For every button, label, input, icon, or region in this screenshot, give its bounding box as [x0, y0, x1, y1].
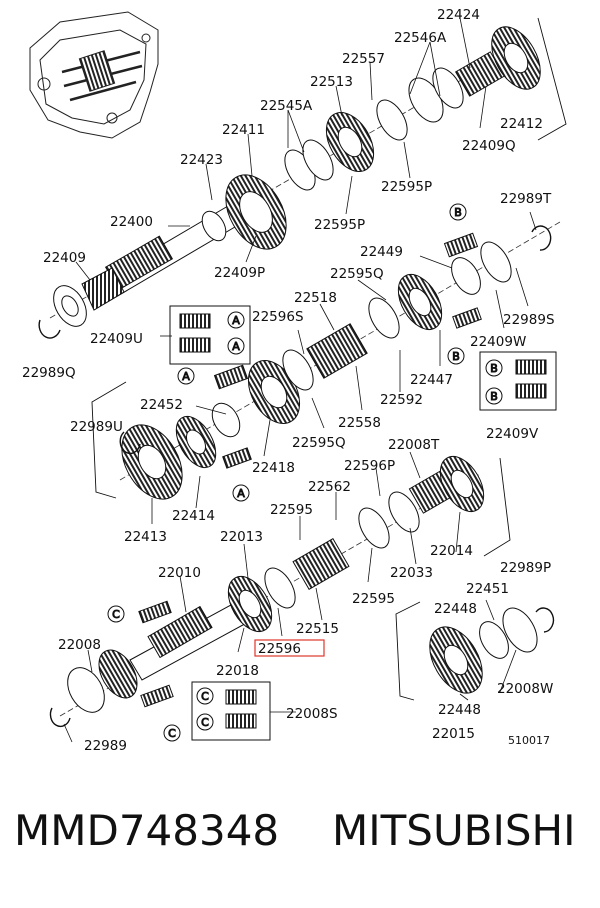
- svg-text:B: B: [454, 206, 462, 219]
- callout-c-11: C: [196, 713, 214, 731]
- part-label-22424: 22424: [437, 7, 480, 23]
- part-label-22409: 22409: [43, 250, 86, 266]
- callout-b-5: B: [447, 347, 465, 365]
- part-label-22989q: 22989Q: [22, 365, 76, 381]
- part-label-22449: 22449: [360, 244, 403, 260]
- part-label-22414: 22414: [172, 508, 215, 524]
- part-label-22008: 22008: [58, 637, 101, 653]
- callout-a-2: A: [177, 367, 195, 385]
- callout-c-8: C: [107, 605, 125, 623]
- part-label-22010: 22010: [158, 565, 201, 581]
- part-label-22409q: 22409Q: [462, 138, 516, 154]
- part-label-22595q-a: 22595Q: [330, 266, 384, 282]
- part-label-22448-a: 22448: [434, 601, 477, 617]
- callout-b-7: B: [485, 387, 503, 405]
- callout-a-3: A: [232, 484, 250, 502]
- svg-text:A: A: [232, 314, 240, 327]
- highlight-box: [254, 639, 325, 657]
- part-label-22411: 22411: [222, 122, 265, 138]
- callout-c-10: C: [196, 687, 214, 705]
- part-label-22515: 22515: [296, 621, 339, 637]
- callout-a-0: A: [227, 311, 245, 329]
- part-label-22518: 22518: [294, 290, 337, 306]
- svg-text:A: A: [232, 340, 240, 353]
- part-label-22008w: 22008W: [497, 681, 553, 697]
- part-label-22989p: 22989P: [500, 560, 551, 576]
- part-label-22400: 22400: [110, 214, 153, 230]
- part-label-22513: 22513: [310, 74, 353, 90]
- part-label-22557: 22557: [342, 51, 385, 67]
- bearing-boxes: [138, 232, 557, 741]
- svg-text:C: C: [168, 727, 176, 740]
- svg-text:A: A: [237, 487, 245, 500]
- part-label-22008s: 22008S: [286, 706, 338, 722]
- part-label-22596: 22596: [258, 641, 301, 657]
- leader-lines: [63, 17, 537, 743]
- part-label-22413: 22413: [124, 529, 167, 545]
- part-label-22562: 22562: [308, 479, 351, 495]
- part-label-22412: 22412: [500, 116, 543, 132]
- part-number: MMD748348: [14, 806, 280, 855]
- svg-text:C: C: [201, 690, 209, 703]
- callout-b-4: B: [449, 203, 467, 221]
- part-label-22546a: 22546A: [394, 30, 447, 46]
- part-label-22595-b: 22595: [352, 591, 395, 607]
- svg-text:C: C: [201, 716, 209, 729]
- part-label-22447: 22447: [410, 372, 453, 388]
- part-label-22989u: 22989U: [70, 419, 123, 435]
- part-label-22545a: 22545A: [260, 98, 313, 114]
- callout-a-1: A: [227, 337, 245, 355]
- upper-gear-stack: [201, 26, 541, 250]
- part-label-22418: 22418: [252, 460, 295, 476]
- part-label-22409w: 22409W: [470, 334, 526, 350]
- part-label-22018: 22018: [216, 663, 259, 679]
- part-label-22409p: 22409P: [214, 265, 265, 281]
- svg-text:B: B: [490, 390, 498, 403]
- part-label-22989t: 22989T: [500, 191, 552, 207]
- output-shaft-22010: [67, 456, 538, 713]
- svg-text:C: C: [112, 608, 120, 621]
- callout-c-9: C: [163, 724, 181, 742]
- part-labels: 22424 22546A 22557 22513 22545A 22411 22412 224…: [22, 7, 555, 754]
- figure-number: 510017: [508, 734, 550, 747]
- part-label-22452: 22452: [140, 397, 183, 413]
- part-label-22989: 22989: [84, 738, 127, 754]
- part-label-22989s: 22989S: [503, 312, 555, 328]
- svg-text:B: B: [490, 362, 498, 375]
- part-label-22595p-a: 22595P: [381, 179, 432, 195]
- part-label-22596s: 22596S: [252, 309, 304, 325]
- part-label-22595q-b: 22595Q: [292, 435, 346, 451]
- snap-rings: [38, 225, 555, 728]
- part-label-22014: 22014: [430, 543, 473, 559]
- part-label-22423: 22423: [180, 152, 223, 168]
- footer: MMD748348 MITSUBISHI: [0, 806, 600, 876]
- part-label-22409v: 22409V: [486, 426, 539, 442]
- brand-name: MITSUBISHI: [332, 806, 576, 855]
- part-label-22015: 22015: [432, 726, 475, 742]
- part-label-22596p: 22596P: [344, 458, 395, 474]
- input-shaft-22400: [53, 205, 241, 327]
- part-label-22013: 22013: [220, 529, 263, 545]
- part-label-22448-b: 22448: [438, 702, 481, 718]
- part-label-22595p-b: 22595P: [314, 217, 365, 233]
- transmission-case-inset: [29, 11, 159, 139]
- part-label-22595-a: 22595: [270, 502, 313, 518]
- part-label-22008t: 22008T: [388, 437, 440, 453]
- part-label-22451: 22451: [466, 581, 509, 597]
- svg-text:A: A: [182, 370, 190, 383]
- callout-b-6: B: [485, 359, 503, 377]
- svg-text:B: B: [452, 350, 460, 363]
- part-label-22033: 22033: [390, 565, 433, 581]
- assembly-brackets: [91, 17, 567, 701]
- part-label-22592: 22592: [380, 392, 423, 408]
- part-label-22409u: 22409U: [90, 331, 143, 347]
- counter-shaft-parts: [121, 241, 512, 500]
- part-label-22558: 22558: [338, 415, 381, 431]
